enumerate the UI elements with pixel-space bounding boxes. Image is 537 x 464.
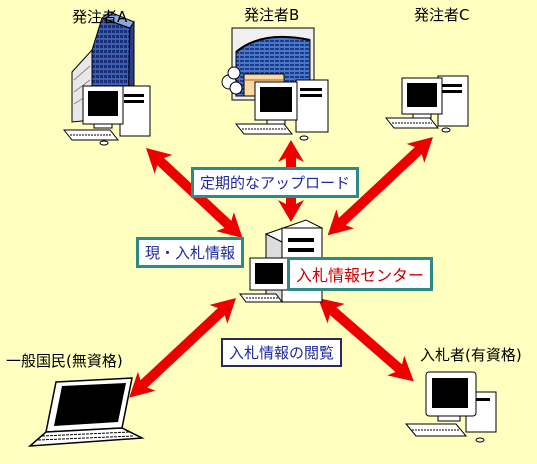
public-label: 一般国民(無資格)	[6, 352, 123, 370]
orderer-c-label: 発注者C	[414, 6, 470, 24]
orderer-a-label: 発注者A	[72, 8, 128, 26]
desktop-b-icon	[234, 79, 329, 141]
arrow-center-public	[129, 298, 236, 398]
desktop-bidder-icon	[404, 371, 497, 443]
laptop-icon	[27, 377, 145, 447]
arrow-orderer-c-center	[327, 137, 433, 236]
arrow-center-bidder	[318, 298, 414, 382]
bidder-label: 入札者(有資格)	[420, 346, 522, 364]
browse-box: 入札情報の閲覧	[221, 338, 343, 367]
orderer-b-label: 発注者B	[244, 6, 300, 24]
orderer-b-icon	[221, 27, 329, 141]
current-info-box: 現・入札情報	[136, 237, 245, 268]
center-box: 入札情報センター	[287, 257, 434, 291]
desktop-a-icon	[62, 85, 151, 146]
upload-box: 定期的なアップロード	[191, 167, 360, 198]
orderer-a-icon	[62, 11, 151, 146]
desktop-c-icon	[384, 75, 469, 133]
